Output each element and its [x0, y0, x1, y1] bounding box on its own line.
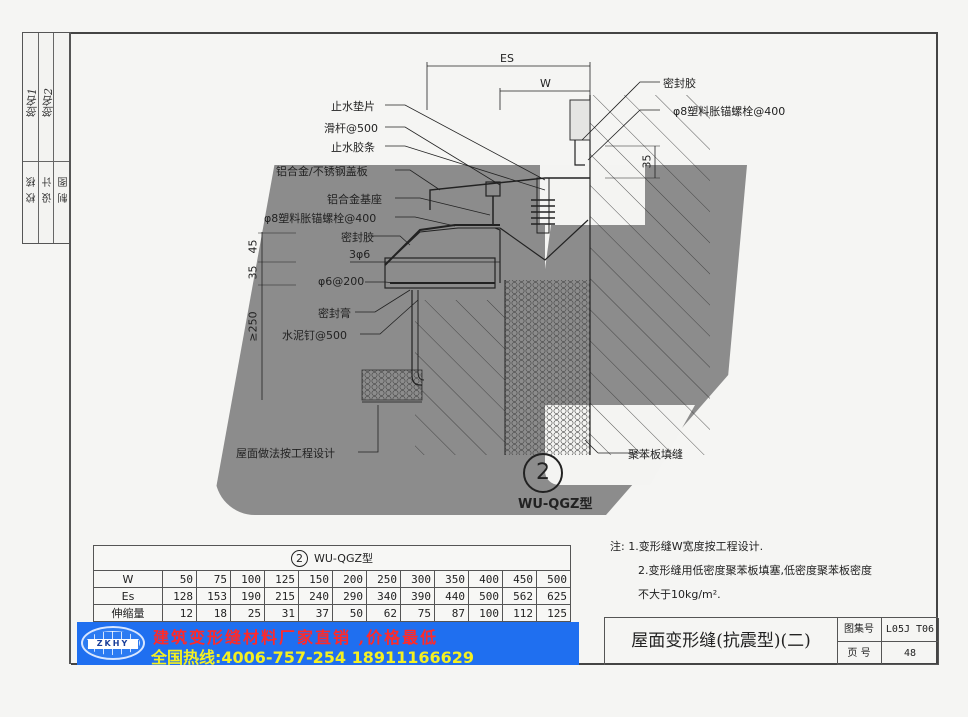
cell: 625	[536, 587, 571, 605]
dim-250: ≥250	[246, 311, 260, 342]
cell: 240	[298, 587, 333, 605]
cell: 440	[434, 587, 469, 605]
cell: 190	[230, 587, 265, 605]
dim-w: W	[540, 77, 551, 90]
note-1: 注: 1.变形缝W宽度按工程设计.	[610, 535, 872, 559]
cell: 150	[298, 570, 333, 588]
cell: 562	[502, 587, 537, 605]
cell: 31	[264, 604, 299, 622]
left-border-rule	[69, 32, 71, 664]
cell: 100	[468, 604, 503, 622]
label-eps-filler: 聚苯板填缝	[628, 448, 683, 461]
table-figure-number: 2	[290, 549, 308, 567]
label-waterstop-strip: 止水胶条	[331, 141, 375, 154]
cell: 37	[298, 604, 333, 622]
page-value: 48	[882, 642, 939, 665]
cell: 340	[366, 587, 401, 605]
cell: 400	[468, 570, 503, 588]
table-row-w: W 50 75 100 125 150 200 250 300 350 400 …	[93, 570, 571, 588]
table-title-row: 2 WU-QGZ型	[93, 545, 571, 571]
label-roof-construction: 屋面做法按工程设计	[236, 447, 335, 460]
banner-hotline: 全国热线:4006-757-254 18911166629	[151, 648, 475, 665]
logo-text: ZKHY	[88, 639, 138, 649]
figure-type-label: WU-QGZ型	[518, 497, 593, 512]
cell: 200	[332, 570, 367, 588]
label-cover-plate: 铝合金/不锈钢盖板	[276, 165, 368, 178]
cell: 153	[196, 587, 231, 605]
cell: 75	[400, 604, 435, 622]
title-block: 屋面变形缝(抗震型)(二) 图集号 L05J T06 页 号 48	[604, 617, 939, 665]
cell: 300	[400, 570, 435, 588]
dim-35-right: 35	[640, 154, 654, 169]
globe-logo-icon: ZKHY	[81, 626, 145, 660]
label-slide-rod: 滑杆@500	[324, 122, 378, 135]
dim-es: ES	[500, 52, 514, 65]
cell: 290	[332, 587, 367, 605]
cell: 350	[434, 570, 469, 588]
cell: 500	[468, 587, 503, 605]
table-title: 2 WU-QGZ型	[93, 545, 571, 571]
dim-35-left: 35	[246, 265, 260, 280]
page-label: 页 号	[837, 642, 882, 665]
cell: 125	[264, 570, 299, 588]
row-header: Es	[93, 587, 163, 605]
label-anchor-bolt-right: φ8塑料胀锚螺栓@400	[673, 105, 786, 118]
row-header: W	[93, 570, 163, 588]
cell: 390	[400, 587, 435, 605]
dim-45: 45	[246, 239, 260, 254]
cell: 62	[366, 604, 401, 622]
label-sealing-paste: 密封膏	[318, 307, 351, 320]
atlas-value: L05J T06	[882, 618, 939, 642]
label-rebar-3phi6: 3φ6	[349, 248, 371, 261]
table-title-text: WU-QGZ型	[313, 551, 374, 565]
atlas-label: 图集号	[837, 618, 882, 642]
label-anchor-bolt-left: φ8塑料胀锚螺栓@400	[264, 212, 377, 225]
drawing-title: 屋面变形缝(抗震型)(二)	[605, 618, 838, 665]
table-row-expansion: 伸缩量 12 18 25 31 37 50 62 75 87 100 112 1…	[93, 604, 571, 622]
banner-headline: 建筑变形缝材料厂家直销 ,价格最低	[153, 628, 439, 647]
note-1-text: 1.变形缝W宽度按工程设计.	[628, 540, 764, 553]
dimension-table: 2 WU-QGZ型 W 50 75 100 125 150 200 250 300…	[93, 545, 571, 622]
label-sealant-left: 密封胶	[341, 231, 374, 244]
cell: 100	[230, 570, 265, 588]
cell: 12	[162, 604, 197, 622]
cell: 500	[536, 570, 571, 588]
cell: 75	[196, 570, 231, 588]
cell: 87	[434, 604, 469, 622]
table-row-es: Es 128 153 190 215 240 290 340 390 440 5…	[93, 587, 571, 605]
note-2: 2.变形缝用低密度聚苯板填塞,低密度聚苯板密度	[638, 564, 872, 577]
figure-number-circle: 2	[523, 453, 563, 493]
note-2-cont: 不大于10kg/m².	[638, 588, 721, 601]
label-sealant-right: 密封胶	[663, 77, 696, 90]
row-header: 伸缩量	[93, 604, 163, 622]
cell: 128	[162, 587, 197, 605]
notes: 注: 1.变形缝W宽度按工程设计. 2.变形缝用低密度聚苯板填塞,低密度聚苯板密…	[610, 535, 872, 607]
cell: 125	[536, 604, 571, 622]
label-waterstop-pad: 止水垫片	[331, 100, 375, 113]
cell: 25	[230, 604, 265, 622]
cell: 50	[162, 570, 197, 588]
cell: 215	[264, 587, 299, 605]
cell: 50	[332, 604, 367, 622]
cell: 112	[502, 604, 537, 622]
notes-prefix: 注:	[610, 540, 625, 553]
label-rebar-phi6: φ6@200	[318, 275, 365, 288]
cell: 18	[196, 604, 231, 622]
cell: 250	[366, 570, 401, 588]
ad-banner[interactable]: ZKHY 建筑变形缝材料厂家直销 ,价格最低 全国热线:4006-757-254…	[77, 622, 579, 665]
signature-strip: 签名1 签名2 校核 设计 制图	[22, 32, 70, 244]
label-cement-nail: 水泥钉@500	[282, 329, 347, 342]
label-aluminum-base: 铝合金基座	[327, 193, 382, 206]
cell: 450	[502, 570, 537, 588]
